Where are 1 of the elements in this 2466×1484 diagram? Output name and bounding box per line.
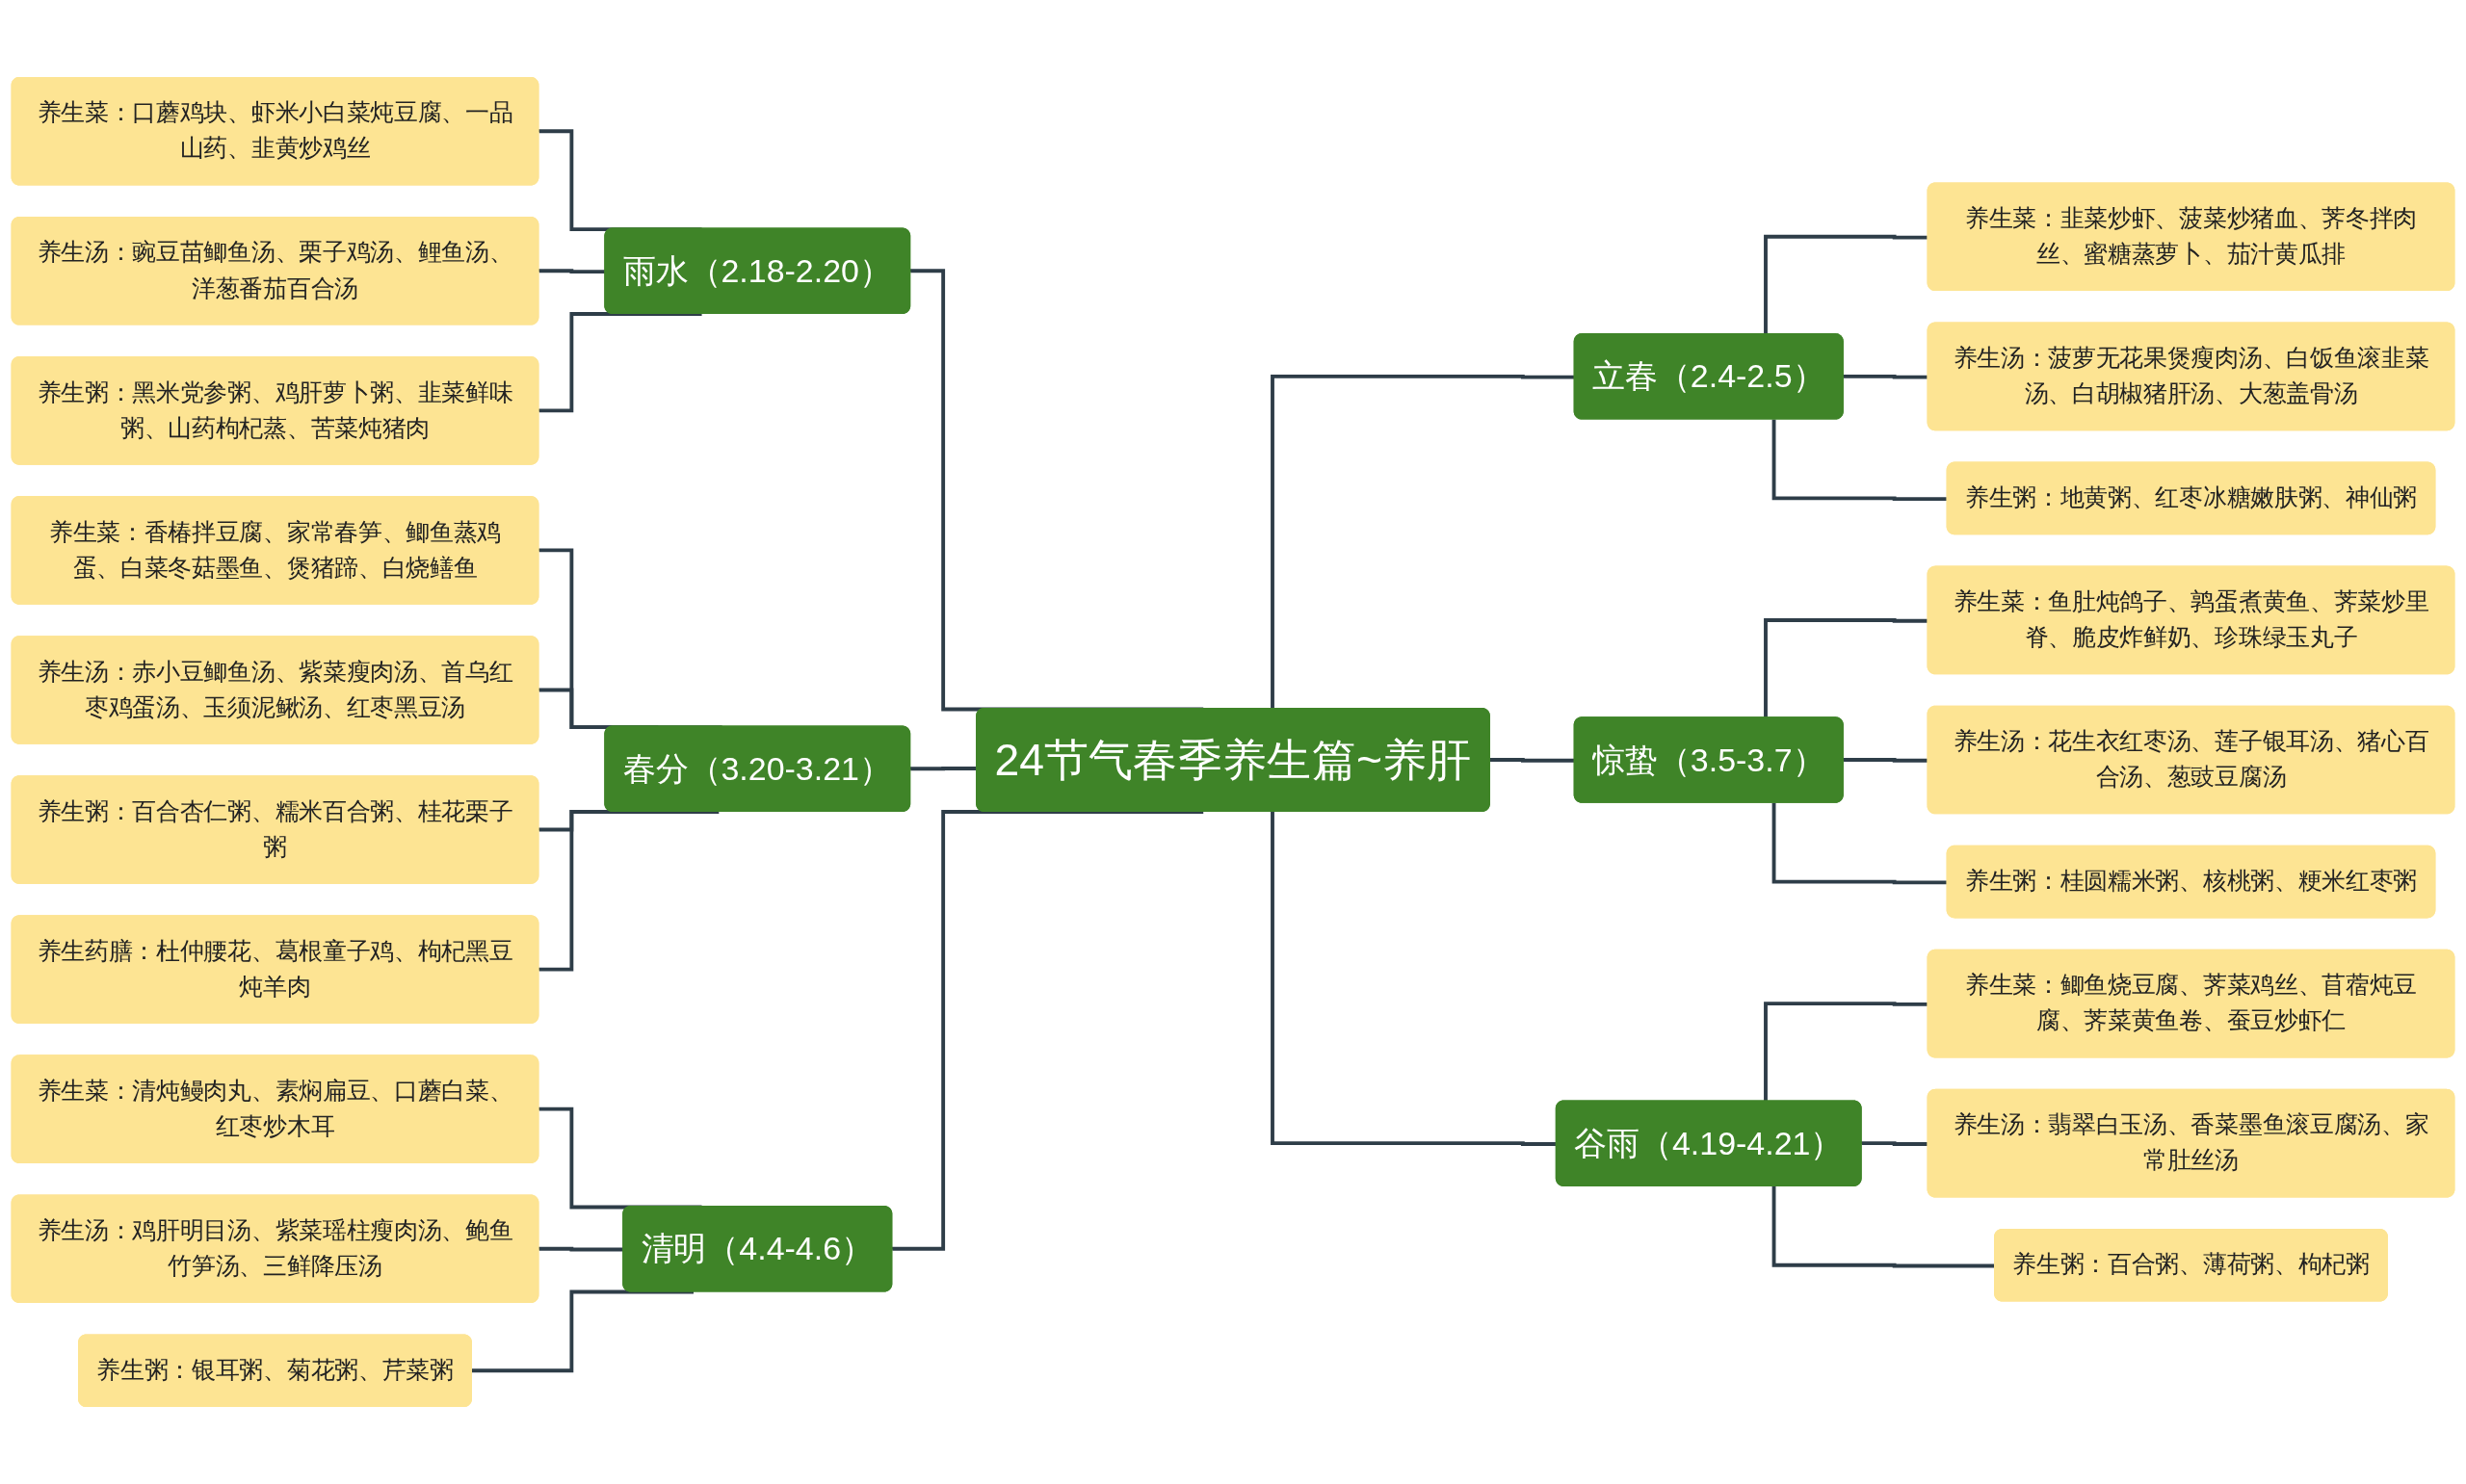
- connector: [537, 810, 720, 973]
